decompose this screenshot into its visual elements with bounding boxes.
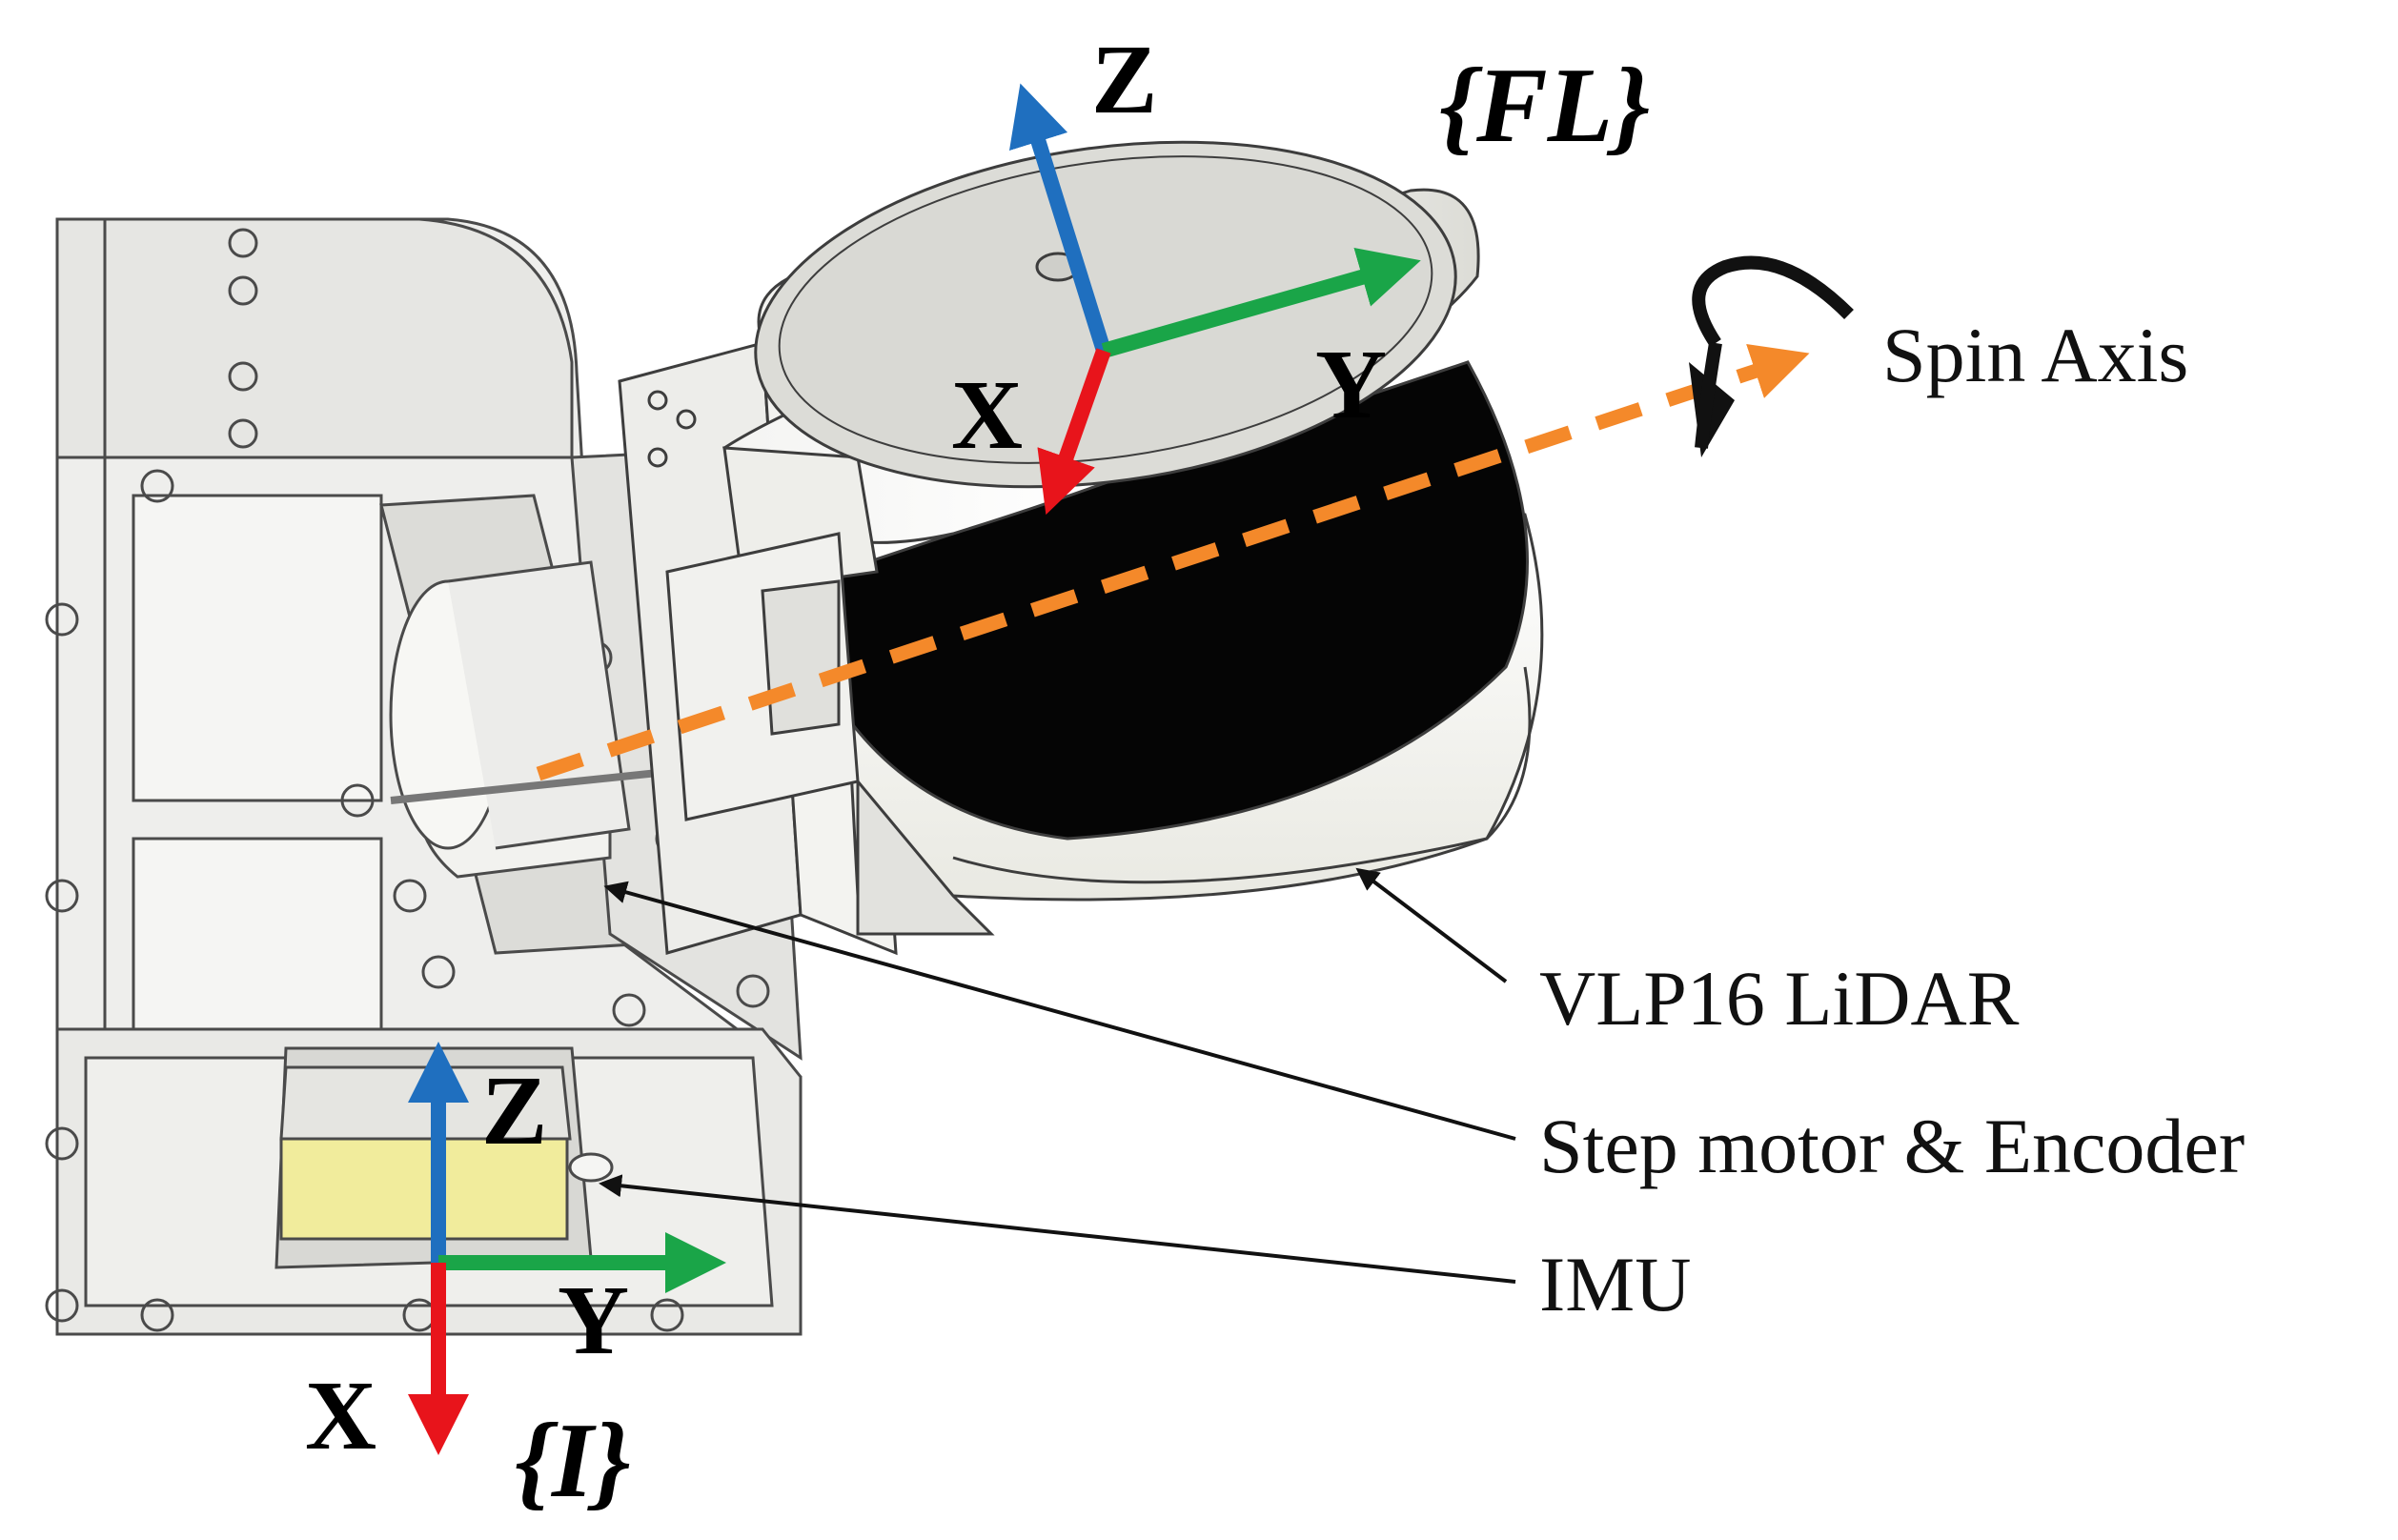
rotation-arrow-icon — [1692, 255, 1854, 347]
imu-block — [279, 1065, 614, 1241]
imu-x-label: X — [305, 1361, 376, 1470]
imu-y-label: Y — [558, 1266, 629, 1375]
imu-label: IMU — [1539, 1241, 1691, 1327]
lidar-y-label: Y — [1315, 330, 1387, 439]
imu-z-label: Z — [481, 1056, 547, 1165]
lidar-frame-axes — [1008, 83, 1421, 516]
motor-label: Step motor & Encoder — [1539, 1103, 2245, 1189]
lidar-y-axis — [1101, 247, 1421, 358]
lidar-x-axis — [1037, 348, 1111, 516]
lidar-frame-label: {FL} — [1439, 47, 1650, 165]
lidar-z-axis — [1008, 83, 1111, 354]
spin-axis-label: Spin Axis — [1882, 312, 2188, 398]
lidar-label: VLP16 LiDAR — [1539, 955, 2020, 1042]
imu-frame-label: {I} — [515, 1402, 631, 1520]
lidar-z-label: Z — [1091, 25, 1157, 134]
lidar-x-label: X — [951, 360, 1023, 470]
lidar-sensor — [618, 140, 1544, 956]
imu-frame-axes — [408, 1042, 726, 1455]
callout-leaders — [599, 867, 1516, 1284]
